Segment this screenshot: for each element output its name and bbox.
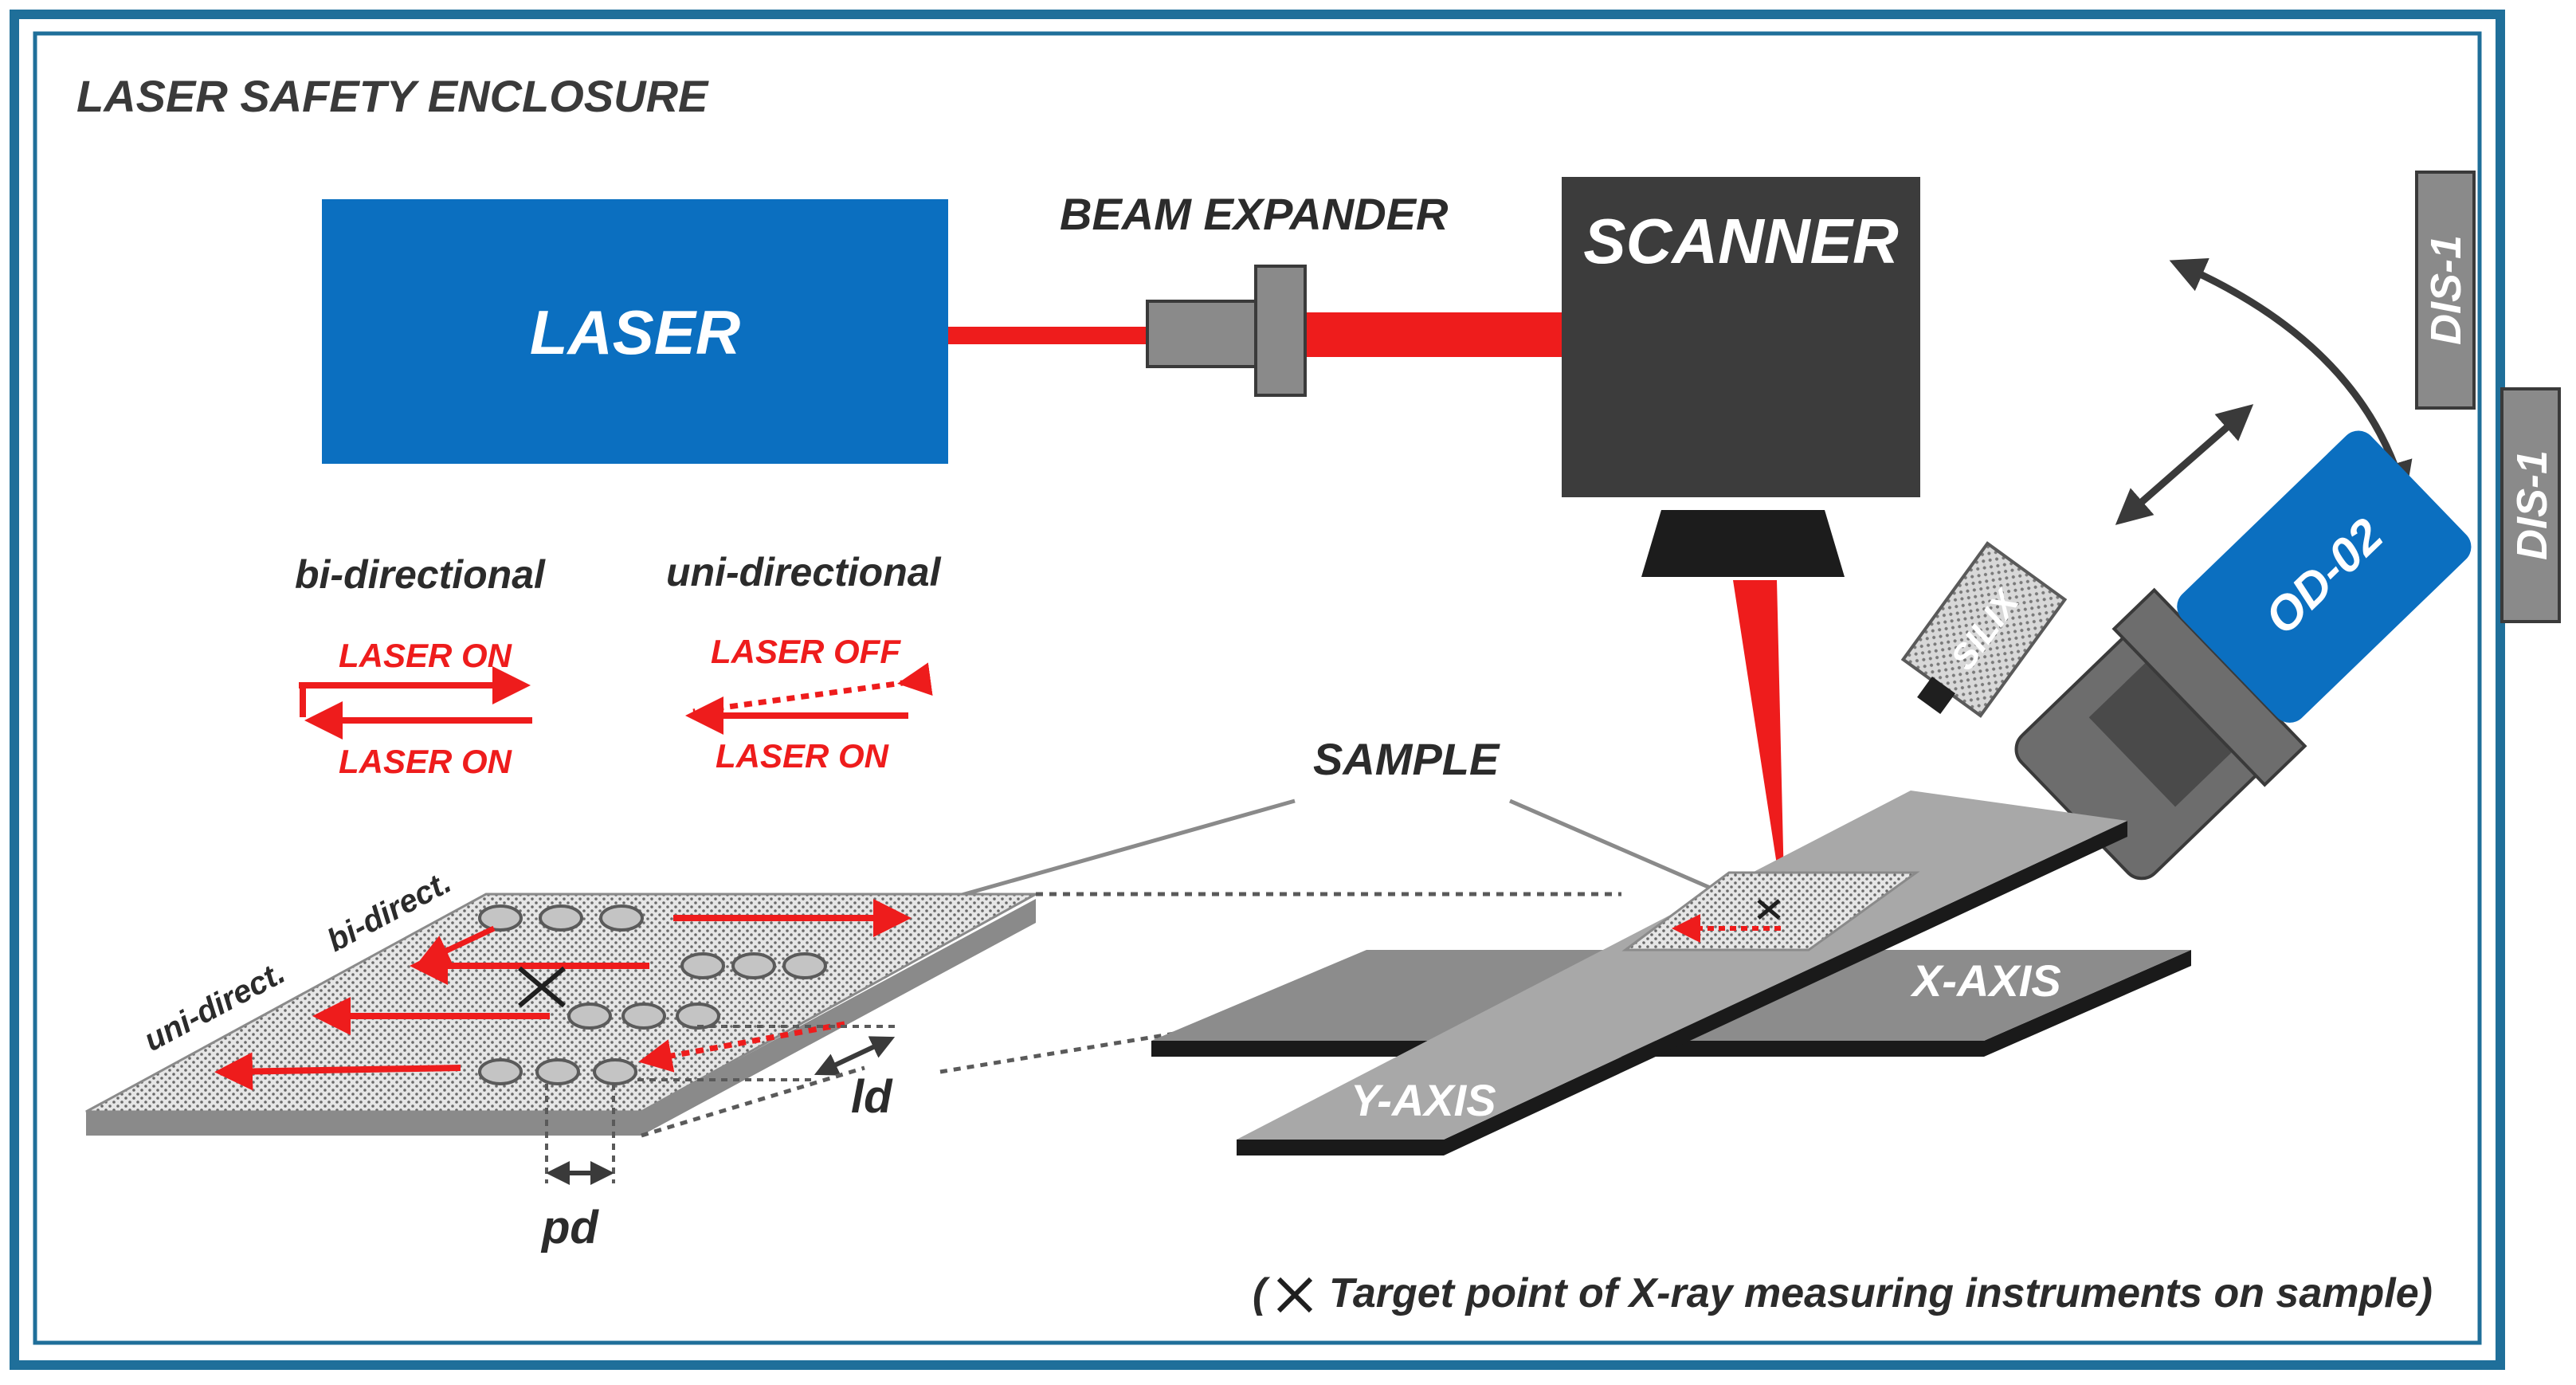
spot <box>731 952 776 979</box>
footnote-open-paren: ( <box>1253 1270 1271 1316</box>
scan-link-uni <box>638 1021 845 1073</box>
focused-beam <box>1733 580 1785 916</box>
laser-beam-wide <box>1307 312 1566 357</box>
scanner-label: SCANNER <box>1583 206 1899 277</box>
dis-top-label: DIS-1 <box>2422 235 2470 345</box>
beam-expander-body <box>1146 300 1261 368</box>
spot <box>680 952 725 979</box>
ld-dimension-arrow <box>814 1036 896 1076</box>
pd-label: pd <box>540 1202 599 1254</box>
laser-box <box>322 199 948 464</box>
ld-label: ld <box>851 1071 893 1123</box>
spot <box>676 1002 720 1030</box>
dis-sensor-right <box>2500 387 2561 623</box>
enclosure-inner-frame <box>33 31 2482 1345</box>
silix-detector: SILIX <box>1900 541 2068 718</box>
scan-link-bi <box>416 925 496 967</box>
x-axis-label: X-AXIS <box>1910 955 2061 1006</box>
y-axis-label: Y-AXIS <box>1351 1075 1496 1125</box>
rotation-arrow <box>2169 257 2413 498</box>
spot <box>621 1002 666 1030</box>
bi-laser-on-top: LASER ON <box>339 637 513 674</box>
spot <box>539 904 583 932</box>
footnote-cross-icon <box>1276 1277 1313 1313</box>
spot-grid <box>478 904 827 1085</box>
target-cross-sample <box>518 966 566 1008</box>
scanner-box <box>1562 177 1920 497</box>
projection-line-bottom <box>641 1065 865 1138</box>
bi-laser-on-bottom: LASER ON <box>339 743 513 780</box>
translation-arrow <box>2115 404 2254 525</box>
laser-beam-thin <box>944 327 1151 344</box>
spot <box>535 1058 580 1085</box>
uni-laser-off: LASER OFF <box>711 633 901 670</box>
spot <box>478 1058 523 1085</box>
bi-directional-title: bi-directional <box>295 552 546 597</box>
spot <box>782 952 827 979</box>
spot <box>599 904 644 932</box>
scanner-lens <box>1641 510 1845 577</box>
enclosure-title: LASER SAFETY ENCLOSURE <box>76 71 709 121</box>
sample-label: SAMPLE <box>1313 734 1500 784</box>
scan-arrow-row4 <box>214 1052 461 1091</box>
footnote-text: Target point of X-ray measuring instrume… <box>1329 1270 2433 1316</box>
od-detector: OD-02 <box>2014 430 2472 881</box>
uni-arrow-return <box>692 662 933 715</box>
laser-label: LASER <box>530 297 740 367</box>
spot <box>593 1058 637 1085</box>
sample-leader-right <box>1509 798 1722 895</box>
sample-leader-left <box>955 798 1296 899</box>
dis-right-label: DIS-1 <box>2508 450 2556 560</box>
uni-directional-title: uni-directional <box>666 550 942 594</box>
spot <box>567 1002 612 1030</box>
uni-laser-on: LASER ON <box>716 737 890 775</box>
x-axis-stage-side <box>1151 950 2191 1057</box>
spot <box>478 904 523 932</box>
beam-expander-label: BEAM EXPANDER <box>1060 189 1449 239</box>
dis-sensor-top <box>2415 171 2476 410</box>
beam-expander-lens <box>1254 265 1307 397</box>
target-cross-stage <box>1757 899 1781 920</box>
